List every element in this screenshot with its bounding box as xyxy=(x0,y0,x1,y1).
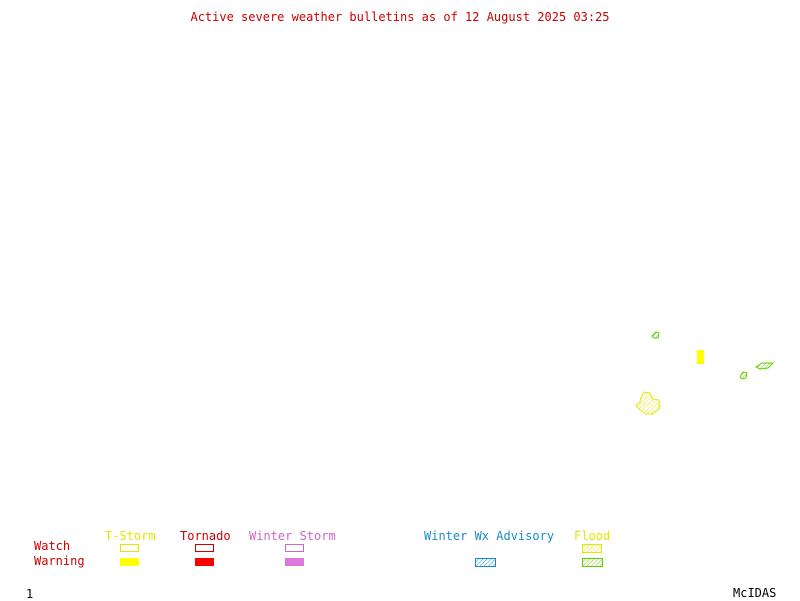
frame-number: 1 xyxy=(26,587,34,601)
legend-label-tstorm: T-Storm xyxy=(105,529,156,543)
tornado-watch-swatch xyxy=(195,544,214,552)
legend-label-winter-wx-advisory: Winter Wx Advisory xyxy=(424,529,555,543)
brand-label: McIDAS xyxy=(733,586,777,600)
legend-label-tornado: Tornado xyxy=(180,529,231,543)
bulletin-title: Active severe weather bulletins as of 12… xyxy=(190,10,610,24)
winter-wx-advisory-warning-swatch xyxy=(475,558,496,567)
tornado-warning-swatch xyxy=(195,558,214,566)
flood-watch-area[interactable] xyxy=(635,391,661,415)
legend-row-watch: Watch xyxy=(34,539,71,553)
tstorm-warning-area[interactable] xyxy=(697,350,704,364)
tstorm-warning-swatch xyxy=(120,558,139,566)
flood-alert-area[interactable] xyxy=(739,371,748,380)
winter-storm-watch-swatch xyxy=(285,544,304,552)
legend-label-flood: Flood xyxy=(574,529,611,543)
tstorm-watch-swatch xyxy=(120,544,139,552)
flood-watch-swatch xyxy=(582,544,602,553)
winter-storm-warning-swatch xyxy=(285,558,304,566)
legend-row-warning: Warning xyxy=(34,554,85,568)
flood-alert-area[interactable] xyxy=(651,331,660,339)
flood-alert-area[interactable] xyxy=(755,362,775,370)
legend-label-winter-storm: Winter Storm xyxy=(249,529,336,543)
flood-warning-swatch xyxy=(582,558,603,567)
